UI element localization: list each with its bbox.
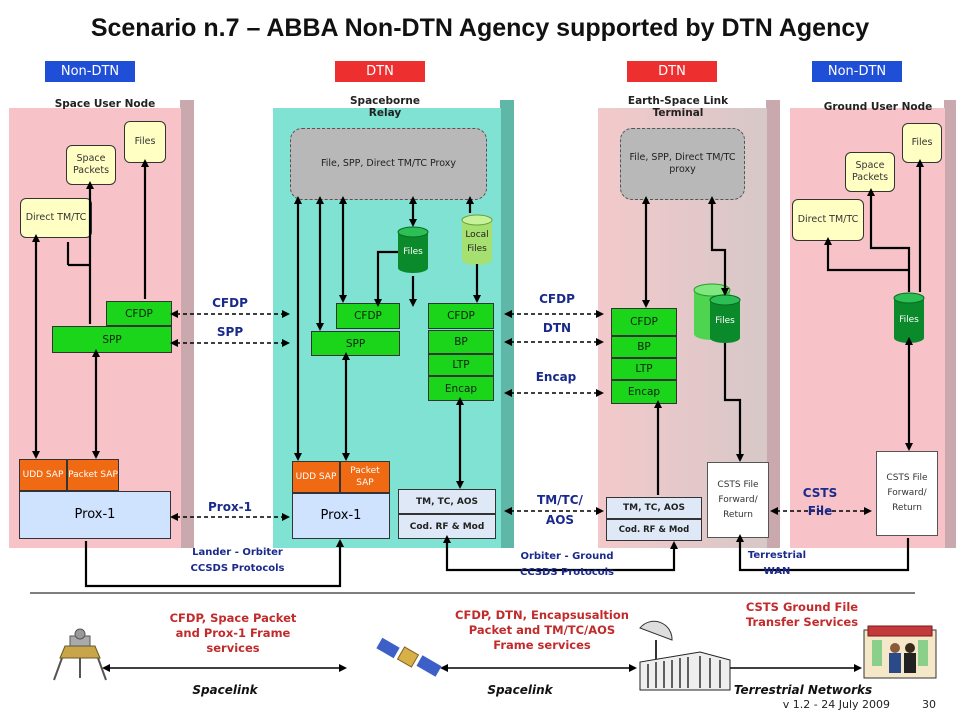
relay-spp-box: SPP bbox=[311, 331, 400, 356]
earth-space-terminal-title: Earth-Space Link Terminal bbox=[627, 95, 729, 119]
earth-side bbox=[766, 100, 780, 548]
spacelink-label-1: Spacelink bbox=[192, 683, 258, 697]
footer-version: v 1.2 - 24 July 2009 bbox=[782, 698, 890, 711]
packet-sap-box: Packet SAP bbox=[67, 459, 119, 491]
earth-csts-box: CSTS File Forward/ Return bbox=[707, 462, 769, 538]
ground-space-packets-box: Space Packets bbox=[845, 152, 895, 192]
service-label-1: CFDP, Space Packet and Prox-1 Frame serv… bbox=[169, 611, 297, 655]
relay-packet-sap-box: Packet SAP bbox=[340, 461, 390, 493]
relay-ltp-box: LTP bbox=[428, 354, 494, 376]
relay-files-cylinder bbox=[397, 226, 429, 273]
relay-encap-box: Encap bbox=[428, 376, 494, 401]
users-building-icon bbox=[863, 625, 937, 679]
udd-sap-box: UDD SAP bbox=[19, 459, 67, 491]
relay-files-label: Files bbox=[403, 247, 423, 257]
space-user-node-side bbox=[180, 100, 194, 548]
header-non-dtn-left: Non-DTN bbox=[45, 61, 135, 82]
direct-tmtc-box: Direct TM/TC bbox=[20, 198, 92, 238]
page-title: Scenario n.7 – ABBA Non-DTN Agency suppo… bbox=[90, 14, 870, 42]
peer-tmtcaos-label: TM/TC/ AOS bbox=[537, 493, 583, 527]
service-label-2: CFDP, DTN, Encapsusaltion Packet and TM/… bbox=[455, 608, 629, 652]
earth-bp-box: BP bbox=[611, 336, 677, 358]
files-box: Files bbox=[124, 121, 166, 163]
terrestrial-wan-label: Terrestrial WAN bbox=[747, 550, 807, 577]
earth-encap-box: Encap bbox=[611, 380, 677, 404]
service-label-3: CSTS Ground File Transfer Services bbox=[745, 600, 859, 629]
relay-local-files-label: Local Files bbox=[465, 230, 489, 254]
relay-local-files-cylinder bbox=[461, 214, 493, 265]
relay-udd-sap-box: UDD SAP bbox=[292, 461, 340, 493]
cfdp-box: CFDP bbox=[106, 301, 172, 326]
earth-tm-tc-aos-box: TM, TC, AOS bbox=[606, 497, 702, 519]
earth-csts-label: CSTS File Forward/ Return bbox=[717, 479, 759, 520]
ground-direct-tmtc-box: Direct TM/TC bbox=[792, 199, 864, 241]
relay-proxy-box: File, SPP, Direct TM/TC Proxy bbox=[290, 128, 487, 200]
space-user-node-title: Space User Node bbox=[54, 98, 156, 110]
ground-user-node-title: Ground User Node bbox=[823, 101, 933, 113]
orbiter-ground-label: Orbiter - Ground CCSDS Protocols bbox=[519, 551, 614, 578]
relay-tm-tc-aos-box: TM, TC, AOS bbox=[398, 489, 496, 514]
ground-station-icon bbox=[639, 620, 731, 691]
satellite-icon bbox=[376, 637, 442, 677]
lander-orbiter-label: Lander - Orbiter CCSDS Protocols bbox=[190, 547, 285, 574]
peer-cfdp-label-2: CFDP bbox=[539, 292, 575, 306]
relay-prox1-box: Prox-1 bbox=[292, 493, 390, 539]
header-non-dtn-right: Non-DTN bbox=[812, 61, 902, 82]
spacelink-label-2: Spacelink bbox=[487, 683, 553, 697]
header-dtn-relay: DTN bbox=[335, 61, 425, 82]
ground-files-cylinder bbox=[893, 292, 925, 343]
relay-bp-box: BP bbox=[428, 330, 494, 354]
peer-csts-file-label: CSTS File bbox=[802, 486, 838, 518]
footer-page-number: 30 bbox=[922, 698, 936, 711]
ground-csts-box: CSTS File Forward/ Return bbox=[876, 451, 938, 536]
relay-side bbox=[500, 100, 514, 548]
terrestrial-networks-label: Terrestrial Networks bbox=[733, 683, 873, 697]
earth-files-label: Files bbox=[715, 316, 735, 326]
header-dtn-earth: DTN bbox=[627, 61, 717, 82]
peer-cfdp-label-1: CFDP bbox=[212, 296, 248, 310]
earth-proxy-box: File, SPP, Direct TM/TC proxy bbox=[620, 128, 745, 200]
ground-csts-label: CSTS File Forward/ Return bbox=[886, 473, 928, 513]
peer-spp-label: SPP bbox=[216, 325, 244, 339]
peer-prox1-label: Prox-1 bbox=[207, 500, 253, 514]
relay-cfdp-left-box: CFDP bbox=[336, 303, 400, 329]
ground-files-box: Files bbox=[902, 123, 942, 163]
lander-icon bbox=[53, 628, 107, 681]
relay-cod-rf-box: Cod. RF & Mod bbox=[398, 514, 496, 539]
peer-encap-label: Encap bbox=[535, 370, 577, 384]
space-packets-box: Space Packets bbox=[66, 145, 116, 185]
ground-files-cyl-label: Files bbox=[899, 315, 919, 325]
earth-ltp-box: LTP bbox=[611, 358, 677, 380]
ground-side bbox=[944, 100, 956, 548]
earth-cfdp-box: CFDP bbox=[611, 308, 677, 336]
spaceborne-relay-title: Spaceborne Relay bbox=[349, 95, 420, 119]
peer-dtn-label: DTN bbox=[542, 321, 572, 335]
relay-cfdp-right-box: CFDP bbox=[428, 303, 494, 329]
spp-box: SPP bbox=[52, 326, 172, 353]
